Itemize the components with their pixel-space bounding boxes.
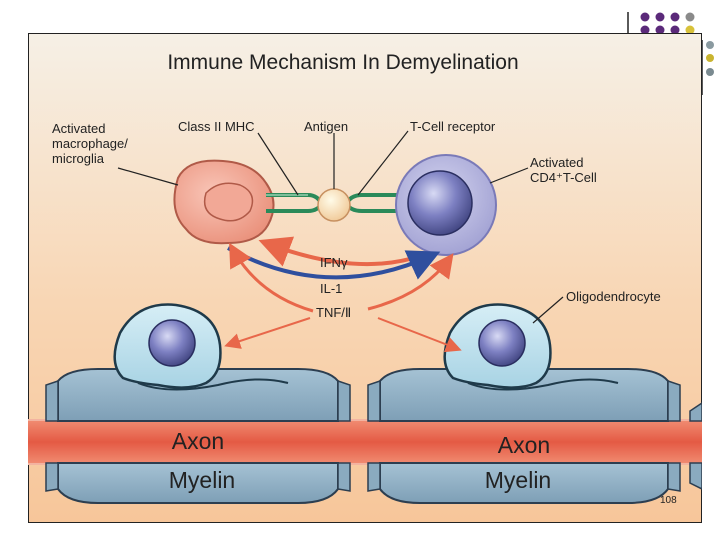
axon-label-left: Axon [172,428,224,454]
oligodendrocyte-nucleus [148,319,196,367]
demyelination-figure: Immune Mechanism In Demyelination [28,33,702,523]
oligodendrocyte-right [443,303,619,391]
axon [28,419,702,465]
label-cytokine-ifn: IFNγ [320,255,348,270]
label-tcell-1: Activated [530,155,583,170]
t-cell [395,154,497,256]
axon-label-right: Axon [498,432,550,458]
label-oligodendrocyte: Oligodendrocyte [566,289,661,304]
label-tcell-receptor: T-Cell receptor [410,119,496,134]
t-cell-nucleus [407,170,473,236]
antigen [317,188,351,222]
page-number: 108 [660,495,677,506]
label-macrophage-1: Activated [52,121,105,136]
oligodendrocyte-nucleus [478,319,526,367]
myelin-segment-right [367,368,681,504]
macrophage [173,159,275,245]
myelin-label-left: Myelin [169,467,235,493]
diagram-title: Immune Mechanism In Demyelination [167,51,518,74]
arrow-tnf-up-right [367,253,454,311]
leader-lines [117,130,564,324]
label-antigen: Antigen [304,119,348,134]
mhc-receptor-complex [266,188,398,222]
cytokine-arrows [224,236,462,353]
label-macrophage-3: microglia [52,151,105,166]
myelin-segment-left [45,368,351,504]
myelin-segment-edge [689,402,702,490]
label-cytokine-il1: IL-1 [320,281,342,296]
arrow-tnf-left [224,317,311,349]
arrow-tnf-up-left [229,242,314,313]
myelin-label-right: Myelin [485,467,551,493]
label-cytokine-tnf: TNF/Ⅱ [316,305,351,320]
arrow-il1 [227,246,441,280]
label-macrophage-2: macrophage/ [52,136,128,151]
oligodendrocyte-left [113,303,289,391]
arrow-tnf-right [377,317,462,353]
label-tcell-2: CD4⁺T-Cell [530,170,597,185]
label-mhc: Class II MHC [178,119,255,134]
